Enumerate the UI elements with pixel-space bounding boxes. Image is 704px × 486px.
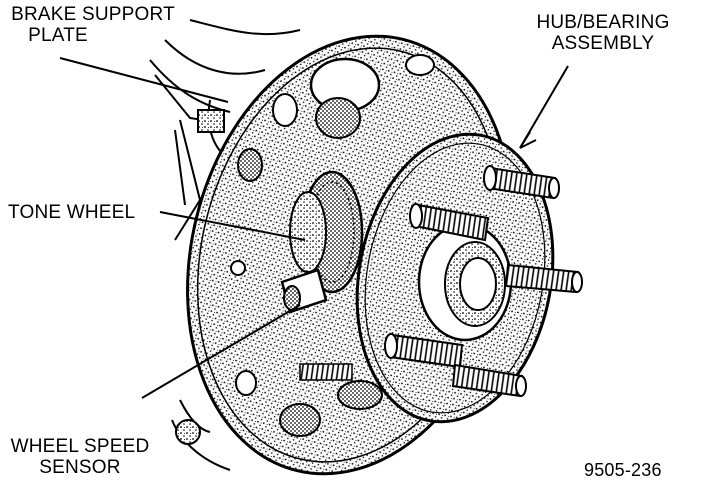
- figure-number: 9505-236: [584, 460, 662, 480]
- label-line: ASSEMBLY: [551, 33, 655, 54]
- tone-wheel: [289, 170, 364, 294]
- label-brake-support-plate: BRAKE SUPPORT PLATE: [8, 4, 178, 46]
- label-line: SENSOR: [39, 457, 121, 478]
- label-line: WHEEL SPEED: [10, 436, 150, 457]
- label-line: HUB/BEARING: [536, 12, 670, 33]
- label-line: PLATE: [28, 25, 88, 46]
- suspension-lines: [149, 19, 301, 471]
- label-wheel-speed-sensor: WHEEL SPEED SENSOR: [10, 436, 150, 478]
- leader-tone-wheel: [159, 211, 306, 241]
- wheel-speed-sensor: [280, 268, 353, 381]
- label-hub-bearing-assembly: HUB/BEARING ASSEMBLY: [530, 12, 676, 54]
- label-line: TONE WHEEL: [8, 202, 136, 223]
- wheel-studs: [384, 165, 583, 398]
- leader-wheel-speed-sensor: [141, 304, 301, 399]
- label-line: BRAKE SUPPORT: [11, 4, 175, 25]
- leader-brake-support-plate: [59, 57, 229, 103]
- label-tone-wheel: TONE WHEEL: [8, 202, 135, 223]
- leader-lines: [59, 57, 569, 399]
